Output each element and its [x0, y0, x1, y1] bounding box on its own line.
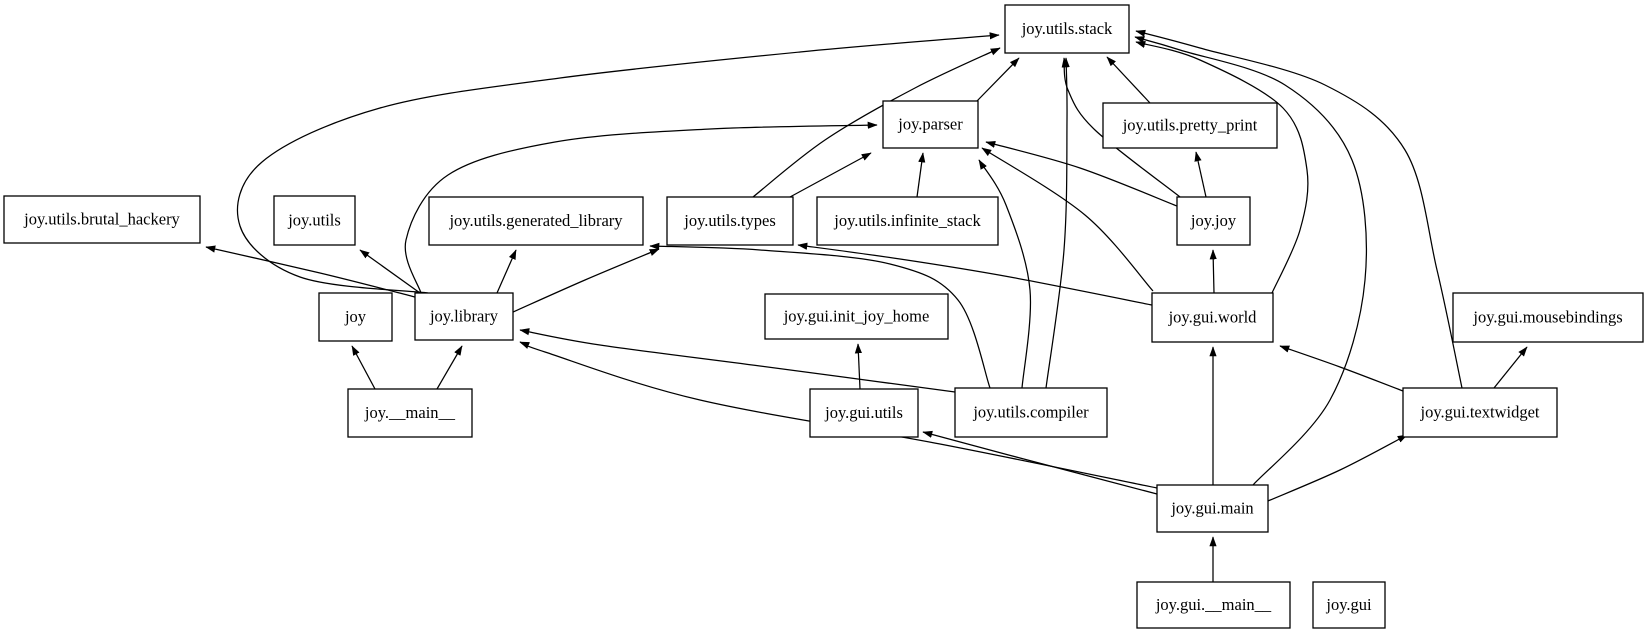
module-node-types: joy.utils.types	[666, 196, 794, 246]
edge-library-to-stack	[236, 32, 1000, 294]
edge-parser-to-stack	[976, 57, 1020, 102]
module-node-label-generated_library: joy.utils.generated_library	[448, 211, 623, 230]
module-node-label-stack: joy.utils.stack	[1021, 19, 1113, 38]
module-node-box-compiler	[954, 387, 1108, 438]
edge-world-to-joyjoy	[1209, 249, 1217, 294]
module-node-label-mousebindings: joy.gui.mousebindings	[1472, 307, 1622, 326]
module-node-box-stack	[1004, 4, 1130, 54]
edge-library-to-utils	[359, 249, 421, 294]
module-node-box-textwidget	[1402, 387, 1558, 438]
edge-textwidget-to-mousebindings	[1493, 346, 1528, 389]
module-node-box-gui_main_main	[1136, 581, 1291, 629]
module-node-label-joy_main: joy.__main__	[364, 403, 456, 422]
edge-compiler-to-stack	[1045, 57, 1070, 389]
edge-gui_main-to-gui_utils	[922, 430, 1158, 495]
module-node-brutal_hackery: joy.utils.brutal_hackery	[3, 195, 201, 244]
module-node-box-brutal_hackery	[3, 195, 201, 244]
edge-compiler-to-generated_library	[649, 242, 991, 389]
module-node-init_joy_home: joy.gui.init_joy_home	[764, 293, 949, 340]
module-node-gui_utils: joy.gui.utils	[809, 388, 919, 438]
module-node-pretty_print: joy.utils.pretty_print	[1102, 102, 1278, 149]
module-node-box-gui	[1312, 581, 1386, 629]
module-node-compiler: joy.utils.compiler	[954, 387, 1108, 438]
module-node-library: joy.library	[414, 292, 514, 341]
module-node-box-gui_main	[1156, 484, 1269, 533]
edges-layer	[205, 29, 1528, 582]
module-node-joy_main: joy.__main__	[347, 388, 473, 438]
module-node-box-joyjoy	[1176, 196, 1251, 246]
edge-world-to-stack	[1135, 41, 1309, 294]
edge-gui_main-to-textwidget	[1267, 434, 1408, 502]
module-node-textwidget: joy.gui.textwidget	[1402, 387, 1558, 438]
module-node-mousebindings: joy.gui.mousebindings	[1452, 292, 1644, 343]
module-node-stack: joy.utils.stack	[1004, 4, 1130, 54]
module-node-utils: joy.utils	[273, 195, 356, 246]
module-node-parser: joy.parser	[882, 100, 979, 149]
module-node-label-world: joy.gui.world	[1168, 307, 1258, 326]
module-node-label-gui: joy.gui	[1325, 595, 1372, 614]
edge-world-to-parser	[981, 147, 1154, 292]
edge-textwidget-to-world	[1279, 345, 1404, 392]
module-node-label-library: joy.library	[429, 306, 499, 325]
module-node-box-joy	[318, 292, 393, 342]
nodes-layer: joy.utils.stack joy.parser joy.utils.prett…	[3, 4, 1644, 629]
edge-joyjoy-to-stack	[1061, 57, 1181, 198]
edge-types-to-parser	[789, 152, 872, 198]
module-node-label-gui_main: joy.gui.main	[1170, 498, 1253, 517]
edge-types-to-stack	[752, 47, 1001, 198]
module-node-box-utils	[273, 195, 356, 246]
module-node-label-gui_main_main: joy.gui.__main__	[1155, 595, 1272, 614]
module-node-box-parser	[882, 100, 979, 149]
module-node-label-gui_utils: joy.gui.utils	[824, 403, 903, 422]
module-node-gui_main: joy.gui.main	[1156, 484, 1269, 533]
module-node-label-compiler: joy.utils.compiler	[972, 402, 1089, 421]
edge-library-to-generated_library	[496, 249, 517, 294]
module-node-label-brutal_hackery: joy.utils.brutal_hackery	[23, 209, 180, 228]
module-node-box-infinite_stack	[816, 196, 999, 246]
edge-gui_utils-to-init_joy_home	[854, 343, 863, 390]
module-node-world: joy.gui.world	[1151, 292, 1274, 343]
module-node-label-init_joy_home: joy.gui.init_joy_home	[783, 306, 930, 325]
edge-infinite_stack-to-parser	[916, 152, 926, 198]
module-node-gui: joy.gui	[1312, 581, 1386, 629]
module-node-box-world	[1151, 292, 1274, 343]
module-node-label-types: joy.utils.types	[683, 211, 776, 230]
edge-gui_main-to-stack	[1134, 36, 1368, 486]
edge-library-to-parser	[404, 121, 878, 294]
module-node-label-joy: joy	[344, 307, 367, 326]
edge-compiler-to-library	[519, 328, 956, 393]
edge-joy_main-to-joy	[351, 345, 376, 390]
module-node-label-utils: joy.utils	[287, 210, 341, 229]
edge-library-to-brutal_hackery	[205, 245, 416, 298]
edge-compiler-to-parser	[978, 159, 1032, 389]
module-node-label-textwidget: joy.gui.textwidget	[1420, 402, 1540, 421]
edge-joyjoy-to-pretty_print	[1194, 151, 1207, 198]
edge-textwidget-to-stack	[1135, 29, 1463, 389]
module-node-generated_library: joy.utils.generated_library	[428, 196, 644, 246]
module-node-gui_main_main: joy.gui.__main__	[1136, 581, 1291, 629]
module-node-joy: joy	[318, 292, 393, 342]
module-node-box-types	[666, 196, 794, 246]
edge-gui_main-to-library	[519, 341, 1158, 489]
edge-world-to-types	[797, 242, 1153, 306]
edge-joyjoy-to-parser	[985, 140, 1178, 207]
module-node-joyjoy: joy.joy	[1176, 196, 1251, 246]
module-node-box-pretty_print	[1102, 102, 1278, 149]
module-node-box-mousebindings	[1452, 292, 1644, 343]
edge-library-to-types	[512, 248, 660, 313]
module-node-label-pretty_print: joy.utils.pretty_print	[1122, 115, 1258, 134]
module-node-box-init_joy_home	[764, 293, 949, 340]
module-node-box-gui_utils	[809, 388, 919, 438]
module-node-box-library	[414, 292, 514, 341]
module-node-label-parser: joy.parser	[897, 114, 963, 133]
module-node-label-infinite_stack: joy.utils.infinite_stack	[833, 211, 981, 230]
edge-pretty_print-to-stack	[1106, 56, 1151, 104]
module-node-label-joyjoy: joy.joy	[1190, 211, 1237, 230]
module-node-box-joy_main	[347, 388, 473, 438]
edge-joy_main-to-library	[436, 345, 463, 390]
module-node-infinite_stack: joy.utils.infinite_stack	[816, 196, 999, 246]
module-node-box-generated_library	[428, 196, 644, 246]
